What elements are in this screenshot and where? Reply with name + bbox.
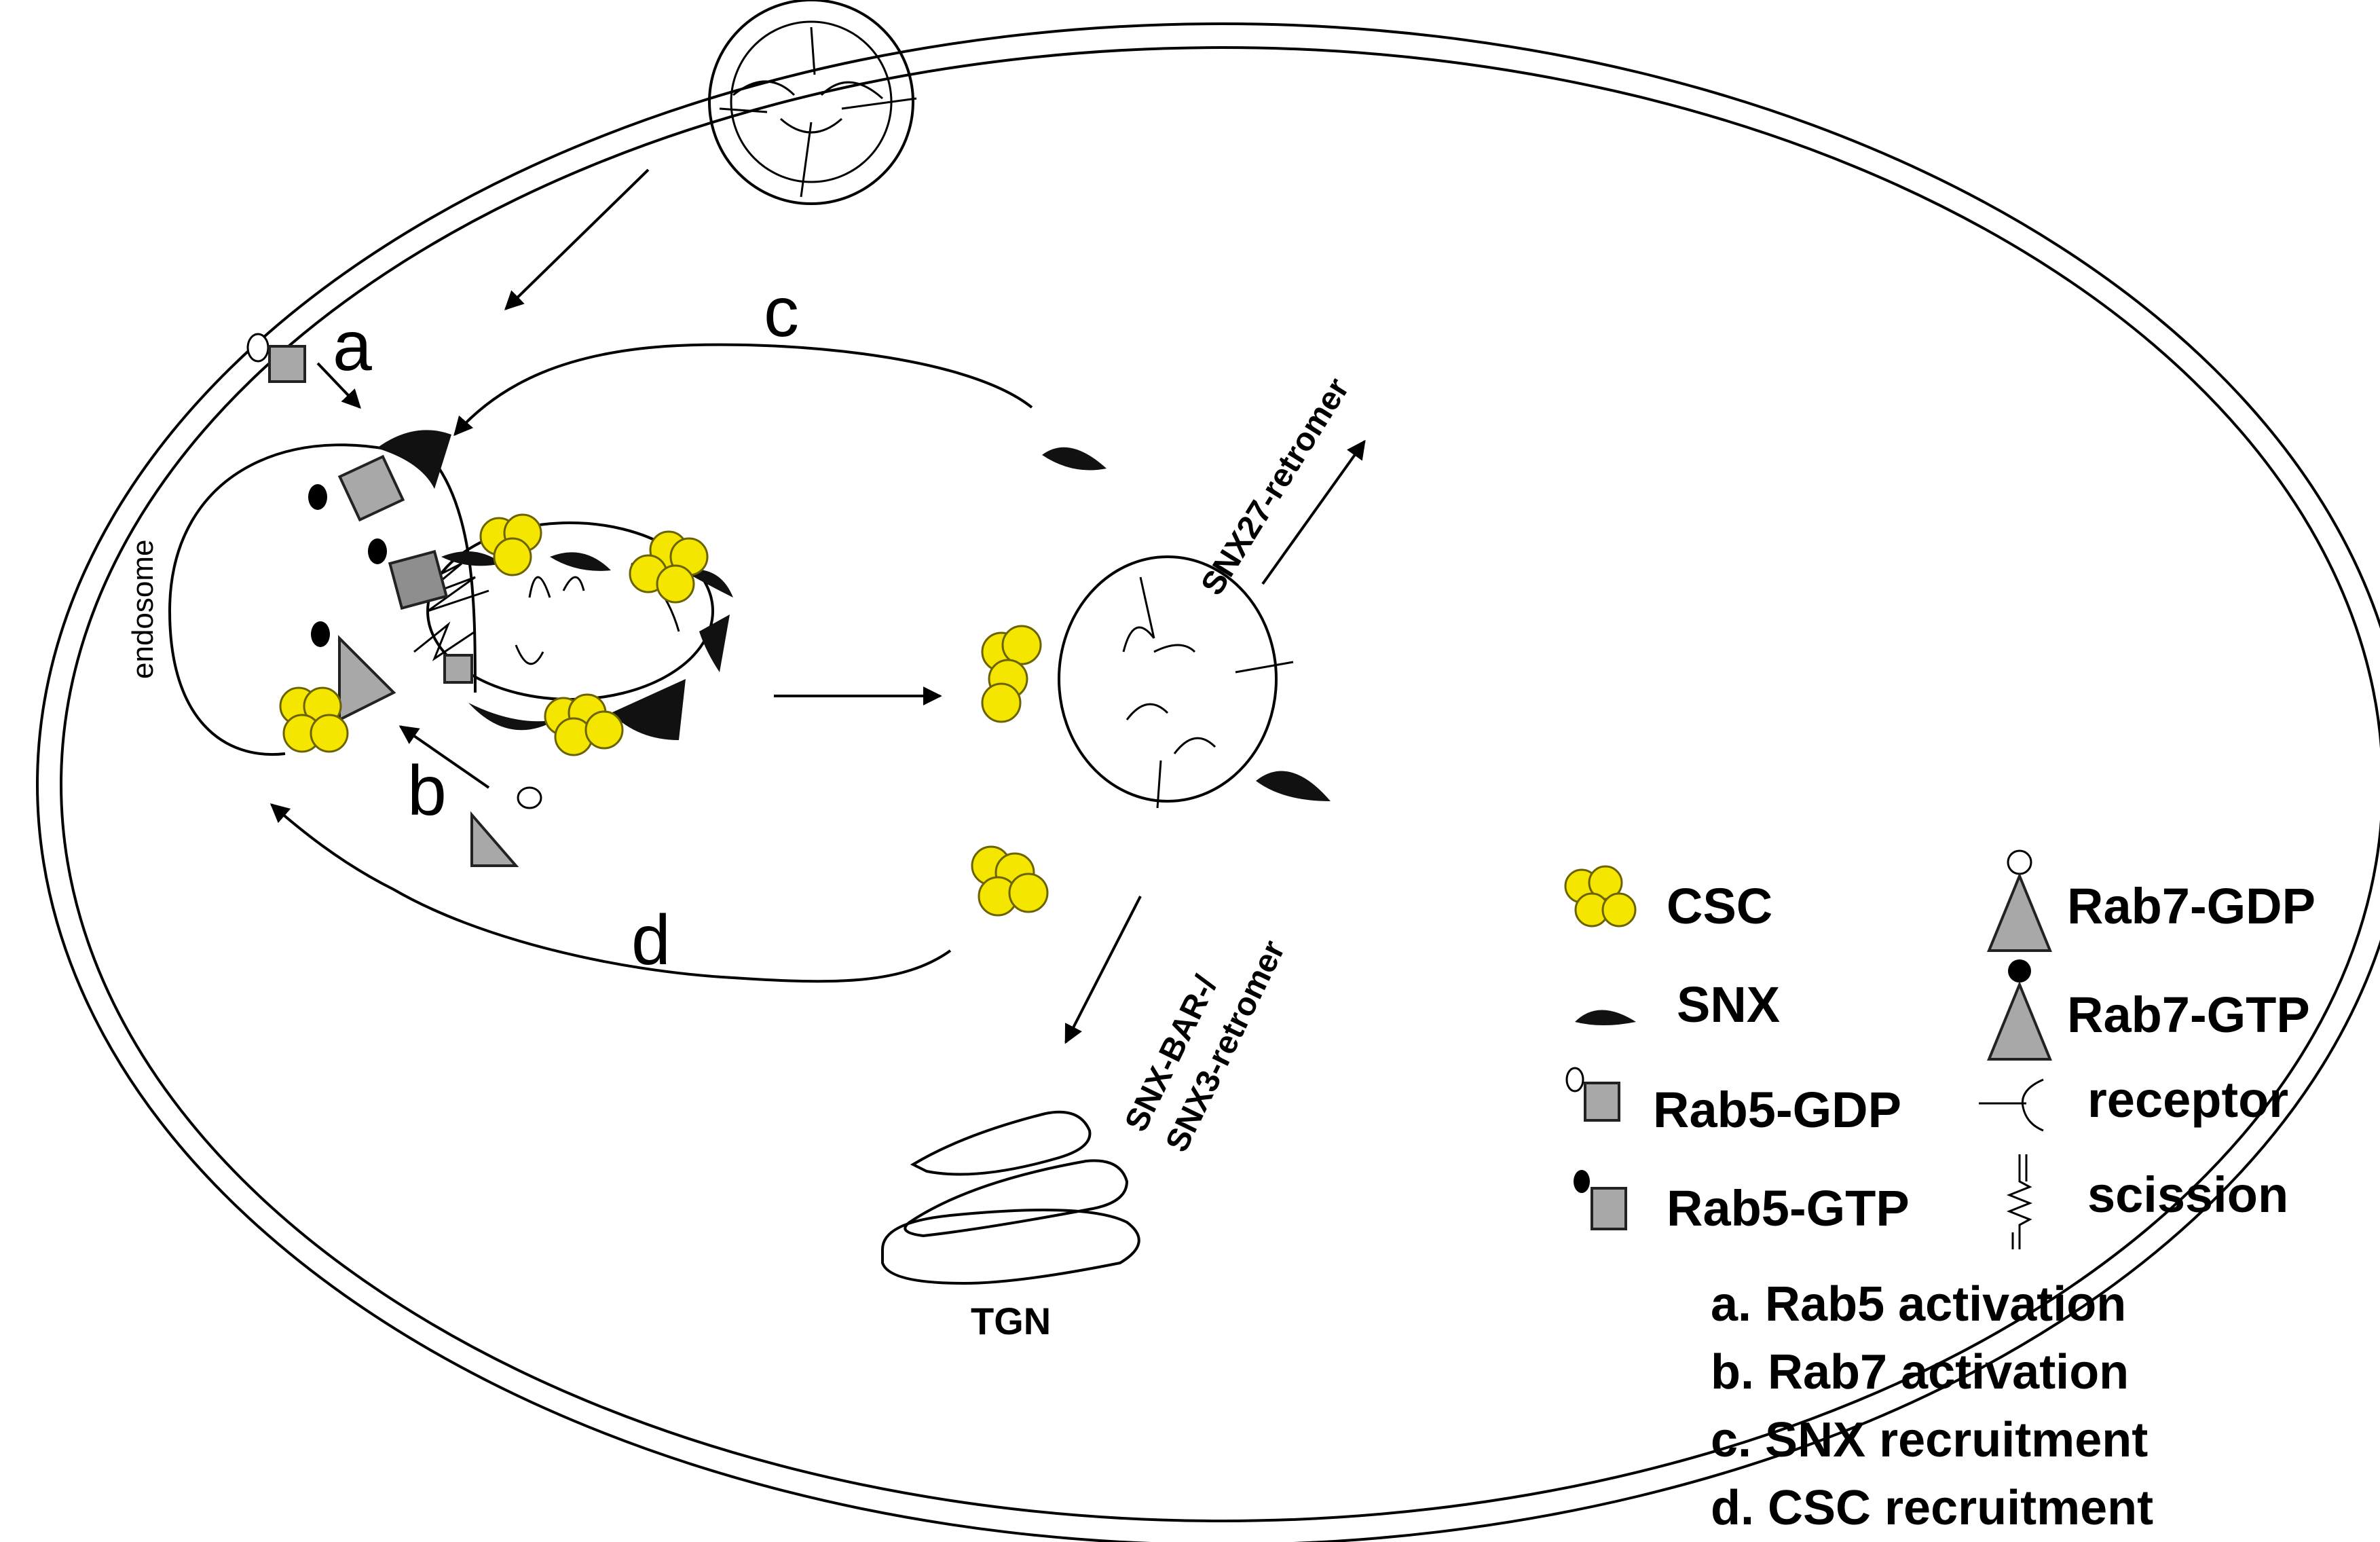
endosome-label: endosome [126,540,160,679]
step-d-description: d. CSC recruitment [1711,1481,2153,1535]
snx-bar-arrow [1064,896,1142,1044]
transport-vesicle [1058,555,1294,809]
snx-near-vesicle [1042,447,1331,801]
endosome [168,443,477,756]
legend-receptor-icon [1979,1078,2044,1132]
steps-list: a. Rab5 activation b. Rab7 activation c.… [1711,1277,2153,1535]
legend-receptor-label: receptor [2087,1071,2288,1128]
endocytosis-arrow [504,168,650,310]
legend-rab5-gtp-icon [1574,1170,1627,1230]
legend-rab7-gdp-label: Rab7-GDP [2067,878,2316,934]
tgn-label: TGN [971,1300,1051,1342]
legend-csc-icon [1564,865,1637,928]
legend-rab7-gdp-icon [1987,849,2052,952]
cell-membrane [36,22,2380,1542]
legend-rab5-gdp-label: Rab5-GDP [1653,1082,1901,1138]
step-c-label: c [764,273,799,352]
step-d-label: d [631,901,671,980]
step-c-arrow [453,343,1033,437]
legend-csc-label: CSC [1667,878,1772,934]
tgn-cisternae [881,1110,1140,1285]
snx27-arrow [1261,439,1366,585]
legend-snx-label: SNX [1677,976,1780,1033]
step-b-group [398,725,542,867]
legend-scission-icon [2006,1154,2033,1249]
step-a-group [246,333,361,409]
step-a-label: a [333,307,372,386]
csc-near-vesicle [971,625,1049,917]
legend-rab7-gtp-label: Rab7-GTP [2067,987,2310,1043]
rab5-gtp-group [308,454,473,684]
step-d-arrow [269,803,952,983]
step-b-description: b. Rab7 activation [1711,1345,2129,1399]
legend-rab5-gdp-icon [1565,1067,1620,1122]
endocytic-pit [708,0,917,205]
rab7-gtp-group [338,635,396,722]
legend-scission-label: scission [2087,1167,2288,1223]
legend: CSC SNX Rab5-GDP Rab5-GTP Rab7-GDP Rab7-… [1564,849,2316,1249]
snx-group-endosome [377,430,733,740]
legend-rab5-gtp-label: Rab5-GTP [1667,1180,1910,1236]
legend-snx-icon [1575,1010,1636,1025]
step-c-description: c. SNX recruitment [1711,1413,2148,1467]
step-a-description: a. Rab5 activation [1711,1277,2126,1332]
step-b-label: b [407,752,447,830]
legend-rab7-gtp-icon [1987,959,2052,1061]
csc-clusters-endosome [279,513,709,756]
